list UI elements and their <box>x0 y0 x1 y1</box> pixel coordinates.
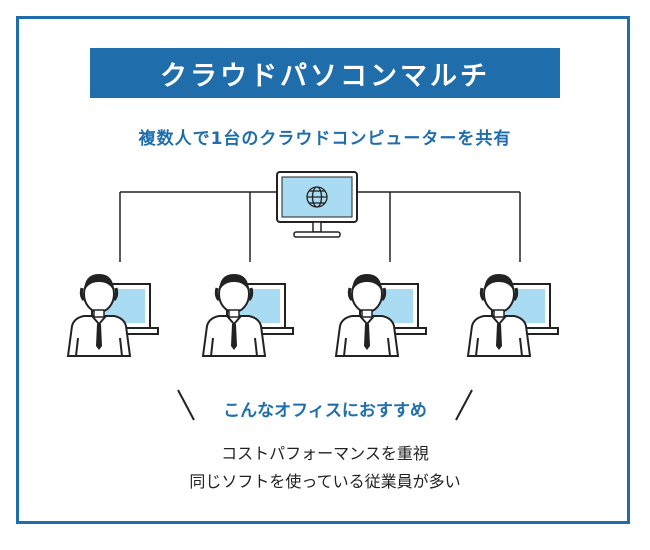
user-with-laptop-icon <box>201 272 295 358</box>
diagram-frame <box>16 16 630 524</box>
title-banner: クラウドパソコンマルチ <box>90 48 560 98</box>
subtitle: 複数人で1台のクラウドコンピューターを共有 <box>138 129 512 149</box>
title-text: クラウドパソコンマルチ <box>160 60 490 92</box>
recommend-line-2: 同じソフトを使っている従業員が多い <box>189 472 461 491</box>
cloud-computer-monitor-icon <box>276 171 358 238</box>
recommend-line-1: コストパフォーマンスを重視 <box>221 444 429 463</box>
user-with-laptop-icon <box>66 272 160 358</box>
recommend-heading-row: こんなオフィスにおすすめ <box>0 389 650 421</box>
globe-icon <box>306 186 328 208</box>
user-with-laptop-icon <box>334 272 428 358</box>
user-with-laptop-icon <box>466 272 560 358</box>
recommend-heading: こんなオフィスにおすすめ <box>223 401 427 421</box>
